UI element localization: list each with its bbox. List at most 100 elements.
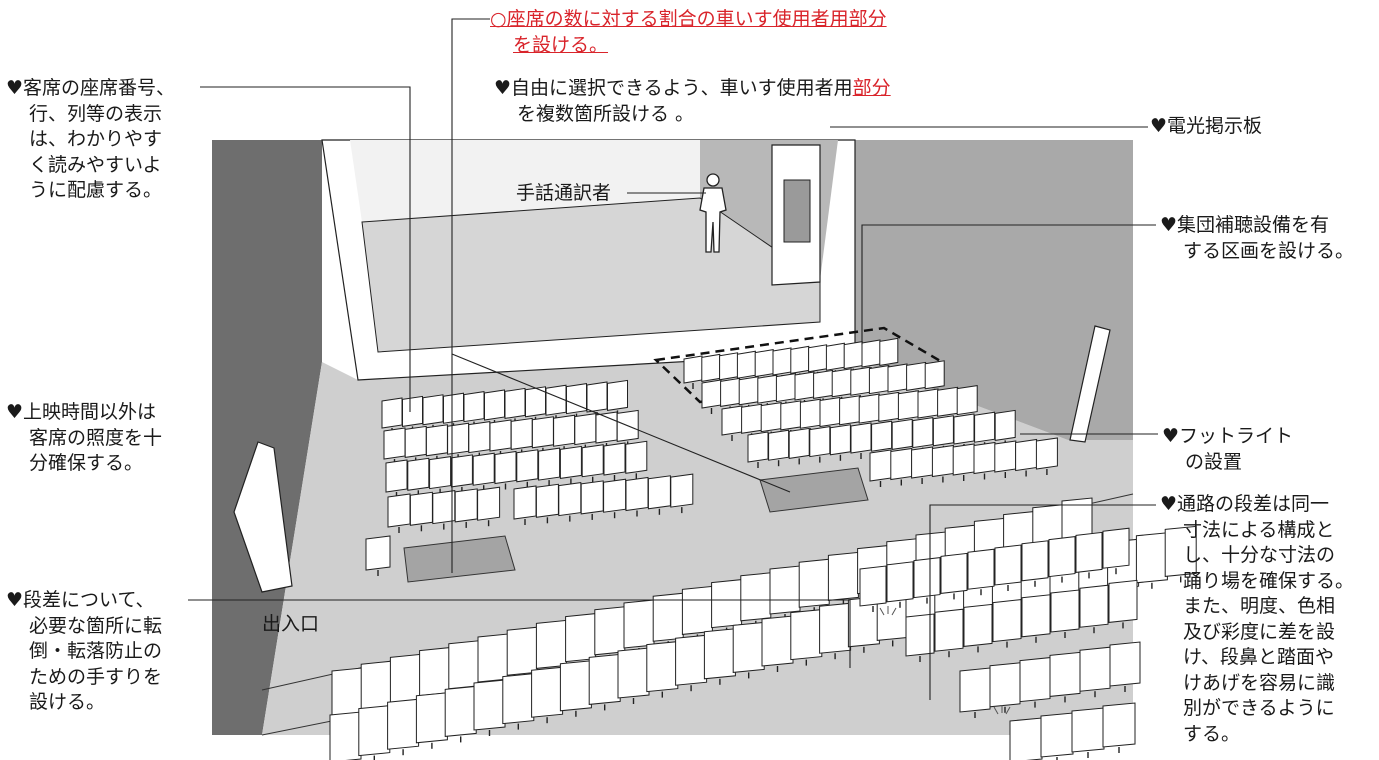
- steps-line: け、段鼻と踏面や: [1183, 646, 1335, 668]
- hearing-aid-line: ♥集団補聴設備を有: [1160, 214, 1330, 236]
- entrance-label: 出入口: [262, 613, 320, 635]
- seat: [790, 345, 810, 374]
- seat: [594, 606, 626, 656]
- seat: [407, 457, 430, 491]
- seat: [780, 400, 802, 431]
- seat: [429, 456, 452, 490]
- handrail-line: 設ける。: [29, 691, 106, 713]
- seat: [799, 398, 821, 429]
- interpreter-figure: [699, 173, 727, 253]
- seat: [360, 660, 392, 710]
- leader-lines: [188, 18, 1158, 700]
- steps-line: 及び彩度に差を設: [1183, 620, 1336, 643]
- seat: [607, 379, 628, 411]
- signage-line: 行、列等の表示: [29, 102, 163, 125]
- seat: [906, 361, 927, 391]
- free-choice-note: ♥自由に選択できるよう、車いす使用者用部分 を複数箇所設ける 。: [494, 76, 891, 127]
- seat: [387, 698, 420, 750]
- handrail-note: ♥段差について、 必要な箇所に転 倒・転落防止の ための手すりを 設ける。: [6, 588, 162, 716]
- seat: [383, 427, 406, 460]
- seat: [839, 395, 861, 426]
- seat: [1021, 594, 1051, 638]
- seat: [843, 341, 863, 370]
- seat: [912, 417, 934, 449]
- seat: [389, 653, 421, 703]
- illumination-line: ♥上映時間以外は: [6, 401, 157, 423]
- seat: [1015, 438, 1038, 472]
- seat: [603, 478, 627, 513]
- seat: [703, 628, 736, 680]
- seat: [574, 413, 597, 446]
- seat: [891, 418, 913, 450]
- handrail-line: 必要な箇所に転: [29, 614, 163, 637]
- seat: [768, 429, 790, 461]
- seat: [878, 391, 900, 422]
- seat: [1048, 536, 1076, 578]
- seat: [625, 476, 649, 512]
- seat: [701, 379, 722, 409]
- seat: [535, 483, 559, 518]
- seat: [959, 667, 991, 713]
- seat: [736, 350, 756, 379]
- seat: [775, 373, 796, 403]
- seat: [454, 488, 478, 523]
- seat: [825, 342, 845, 371]
- stage-back-wall: [350, 140, 700, 222]
- seat: [670, 473, 694, 508]
- seat: [1102, 702, 1136, 748]
- seat: [917, 388, 939, 419]
- seat: [897, 390, 919, 421]
- seat: [850, 366, 871, 396]
- seat: [1035, 437, 1058, 470]
- seat: [732, 621, 765, 673]
- seat: [409, 491, 433, 526]
- seat: [559, 445, 582, 479]
- seat: [932, 415, 954, 447]
- seat: [504, 387, 526, 419]
- free-choice-underlined: 部分: [852, 77, 891, 99]
- seat: [545, 384, 567, 416]
- seat: [1049, 651, 1081, 697]
- seat: [760, 402, 782, 433]
- seat: [558, 482, 582, 517]
- seat: [924, 360, 945, 390]
- seat: [422, 394, 444, 426]
- seat: [513, 485, 537, 520]
- seat: [623, 599, 655, 649]
- signage-line: うに配慮する。: [29, 179, 163, 201]
- seat: [747, 431, 769, 463]
- seat: [963, 603, 993, 647]
- seat: [531, 666, 564, 718]
- seat: [448, 640, 480, 690]
- seat: [1109, 641, 1141, 687]
- seat: [646, 641, 679, 693]
- right-exit-door: [1069, 325, 1111, 443]
- seat: [934, 608, 964, 652]
- seat: [720, 377, 741, 407]
- seat: [711, 579, 743, 629]
- seat: [415, 692, 448, 744]
- seat: [890, 447, 913, 481]
- seat: [937, 386, 959, 417]
- seat: [1079, 646, 1111, 692]
- hearing-assist-zone: [653, 326, 946, 404]
- seat: [757, 374, 778, 404]
- steps-note: ♥通路の段差は同一 寸法による構成と し、十分な寸法の 踊り場を確保する。 また…: [1160, 492, 1354, 747]
- seat: [808, 344, 828, 373]
- seat: [754, 349, 774, 378]
- seat: [647, 475, 671, 510]
- seat: [586, 381, 608, 413]
- seat: [905, 613, 935, 657]
- signage-note: ♥客席の座席番号、 行、列等の表示 は、わかりやす く読みやすいよ うに配慮する…: [6, 76, 175, 204]
- seat: [331, 667, 363, 717]
- seat: [992, 599, 1022, 643]
- seat: [827, 551, 859, 601]
- seat: [419, 647, 451, 697]
- seat: [1071, 707, 1105, 753]
- steps-line: けあげを容易に識: [1183, 671, 1336, 694]
- signage-line: ♥客席の座席番号、: [6, 77, 176, 99]
- seat: [447, 422, 470, 455]
- illumination-line: 分確保する。: [29, 452, 144, 474]
- seat: [381, 397, 403, 429]
- seat: [516, 449, 539, 483]
